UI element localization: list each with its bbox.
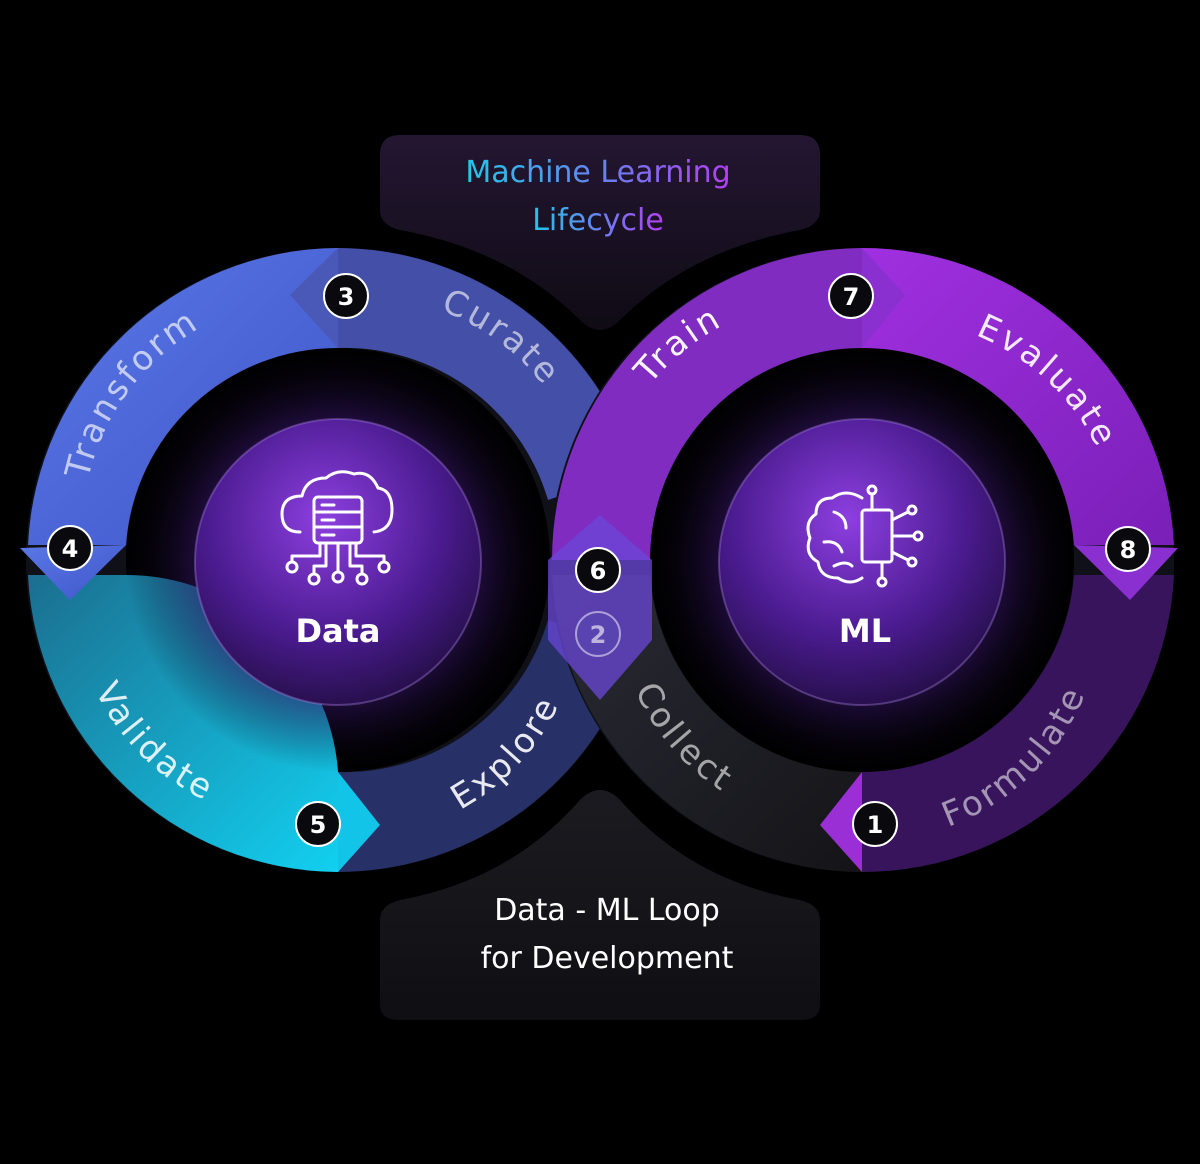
brain-circuit-icon bbox=[806, 484, 924, 588]
cloud-database-icon bbox=[280, 470, 394, 586]
segment-evaluate bbox=[862, 247, 1174, 545]
svg-text:1: 1 bbox=[867, 811, 884, 839]
footer-line-1: Data - ML Loop bbox=[494, 893, 720, 928]
title-line-2: Lifecycle bbox=[532, 203, 664, 238]
segment-curate bbox=[338, 248, 636, 500]
ml-hub-label: ML bbox=[839, 612, 891, 650]
step-badge-8: 8 bbox=[1105, 526, 1151, 572]
svg-text:7: 7 bbox=[843, 283, 860, 311]
svg-text:2: 2 bbox=[590, 621, 607, 649]
segment-formulate bbox=[862, 575, 1174, 873]
step-badge-6: 6 bbox=[575, 547, 621, 593]
segment-transform bbox=[28, 248, 338, 545]
footer-line-2: for Development bbox=[481, 941, 734, 976]
step-badge-3: 3 bbox=[323, 273, 369, 319]
step-badge-7: 7 bbox=[828, 273, 874, 319]
segment-explore bbox=[338, 620, 636, 872]
footer-panel bbox=[380, 790, 820, 1020]
step-badge-1: 1 bbox=[852, 801, 898, 847]
title-panel bbox=[380, 135, 820, 330]
svg-text:5: 5 bbox=[310, 811, 327, 839]
step-badge-2: 2 bbox=[575, 611, 621, 657]
svg-text:4: 4 bbox=[62, 535, 79, 563]
svg-text:3: 3 bbox=[338, 283, 355, 311]
svg-text:8: 8 bbox=[1120, 536, 1137, 564]
svg-text:6: 6 bbox=[590, 557, 607, 585]
step-badge-4: 4 bbox=[47, 525, 93, 571]
segment-train bbox=[552, 248, 862, 560]
crossing-overlay bbox=[548, 515, 652, 700]
title-line-1: Machine Learning bbox=[465, 155, 730, 190]
data-hub-label: Data bbox=[295, 612, 380, 650]
step-badge-5: 5 bbox=[295, 801, 341, 847]
